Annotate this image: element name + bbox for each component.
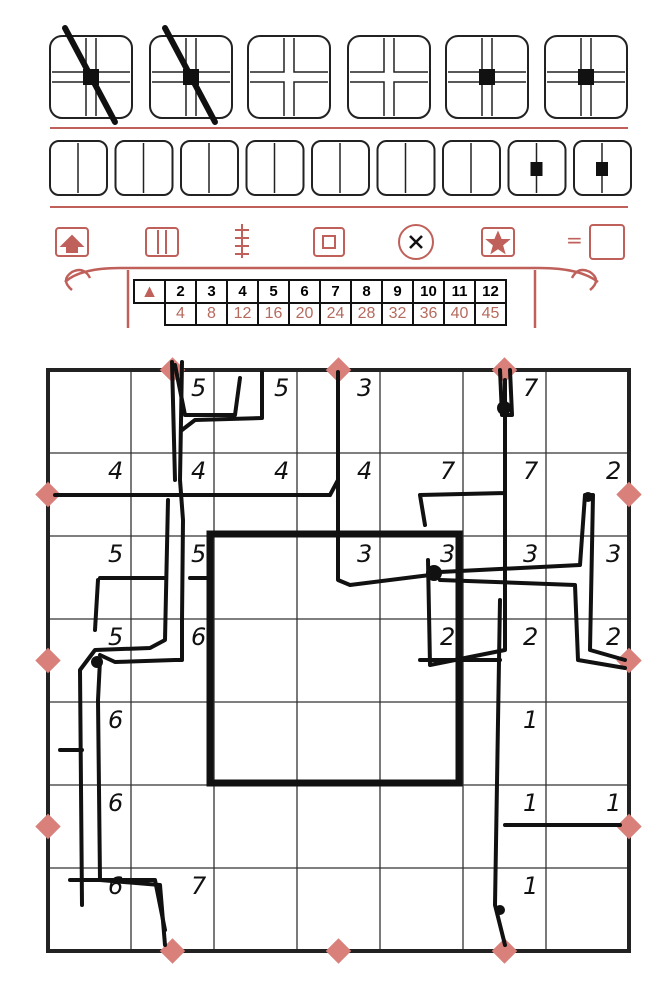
score-points-cell: 8 (195, 302, 228, 326)
score-points-cell: 4 (164, 302, 197, 326)
board-cell-mark: 2 (440, 623, 456, 651)
score-points-cell: 36 (412, 302, 445, 326)
score-count-cell: 10 (412, 279, 445, 304)
bonus-box (589, 224, 625, 260)
board-cell-mark: 4 (357, 457, 373, 485)
board-cell-mark: 4 (191, 457, 207, 485)
score-count-cell: 2 (164, 279, 197, 304)
drawn-routes (53, 360, 627, 947)
score-count-cell: 7 (319, 279, 352, 304)
exit-marker (35, 813, 61, 840)
board-cell-mark: 3 (357, 374, 373, 402)
route-tiles-row (49, 140, 632, 196)
board-cell-mark: 5 (274, 374, 290, 402)
exit-marker (491, 938, 518, 964)
score-points-cell: 20 (288, 302, 321, 326)
special-tile (445, 35, 529, 119)
special-tiles-row (49, 25, 628, 125)
board-cell-mark: 3 (357, 540, 373, 568)
board-cell-mark: 1 (523, 789, 539, 817)
crossing-track-icon (235, 224, 249, 258)
board-cell-mark: 4 (274, 457, 290, 485)
exit-marker (35, 647, 61, 674)
house-icon (55, 227, 89, 257)
board-cell-mark: 7 (191, 872, 207, 900)
score-count-cell: 11 (443, 279, 476, 304)
board-cell-mark: 4 (108, 457, 124, 485)
route-tile (114, 140, 174, 196)
board-cell-mark: 1 (606, 789, 622, 817)
board-cell-mark: 6 (108, 872, 124, 900)
score-count-cell: 9 (381, 279, 414, 304)
score-points-cell: 12 (226, 302, 259, 326)
board-cell-mark: 2 (606, 457, 622, 485)
special-tile (149, 25, 233, 125)
score-count-cell: 8 (350, 279, 383, 304)
board-cell-mark: 6 (108, 706, 124, 734)
board-cell-mark: 3 (523, 540, 539, 568)
score-points-cell: 45 (474, 302, 507, 326)
board-cell-mark: 3 (606, 540, 622, 568)
board-cell-mark: 7 (440, 457, 456, 485)
route-tile (507, 140, 567, 196)
exit-marker (325, 938, 352, 964)
route-tile (180, 140, 239, 196)
route-stations (91, 401, 593, 915)
board-cell-mark: 5 (191, 540, 207, 568)
score-count-cell: 12 (474, 279, 507, 304)
route-tile (311, 140, 370, 196)
route-tile (376, 140, 436, 196)
star-icon (481, 227, 515, 257)
board-cell-mark: 5 (108, 540, 124, 568)
banner-ornament (64, 266, 599, 328)
special-tile (347, 35, 431, 119)
exit-marker (616, 481, 642, 508)
board-cell-mark: 3 (440, 540, 456, 568)
route-tile (49, 140, 108, 196)
exit-marker (325, 357, 352, 383)
special-tile (247, 35, 331, 119)
route-tile (442, 140, 501, 196)
equals-label: = (566, 228, 583, 252)
exit-marker (616, 813, 642, 840)
exit-marker (35, 481, 61, 508)
board-cell-mark: 6 (108, 789, 124, 817)
score-count-cell: 3 (195, 279, 228, 304)
x-circle-icon (398, 224, 434, 260)
board-cell-mark: 5 (191, 374, 207, 402)
score-points-cell: 24 (319, 302, 352, 326)
board-cell-mark: 1 (523, 706, 539, 734)
score-points-cell: 32 (381, 302, 414, 326)
board-cell-mark: 7 (523, 457, 539, 485)
route-tile (245, 140, 305, 196)
straight-track-icon (145, 227, 179, 257)
score-count-cell: 6 (288, 279, 321, 304)
board-cell-mark: 5 (108, 623, 124, 651)
special-tile (544, 35, 628, 119)
house-icon: ▲ (133, 279, 166, 304)
score-count-cell: 5 (257, 279, 290, 304)
score-points-cell: 28 (350, 302, 383, 326)
board-cell-mark: 2 (523, 623, 539, 651)
board-cell-mark: 2 (606, 623, 622, 651)
score-count-cell: 4 (226, 279, 259, 304)
route-tile (573, 140, 632, 196)
score-points-cell: 16 (257, 302, 290, 326)
board-cell-mark: 1 (523, 872, 539, 900)
special-tile (49, 25, 133, 125)
square-icon (313, 227, 345, 257)
board-cell-mark: 6 (191, 623, 207, 651)
board-cell-mark: 7 (523, 374, 539, 402)
legend-row (55, 224, 625, 260)
score-points-cell: 40 (443, 302, 476, 326)
